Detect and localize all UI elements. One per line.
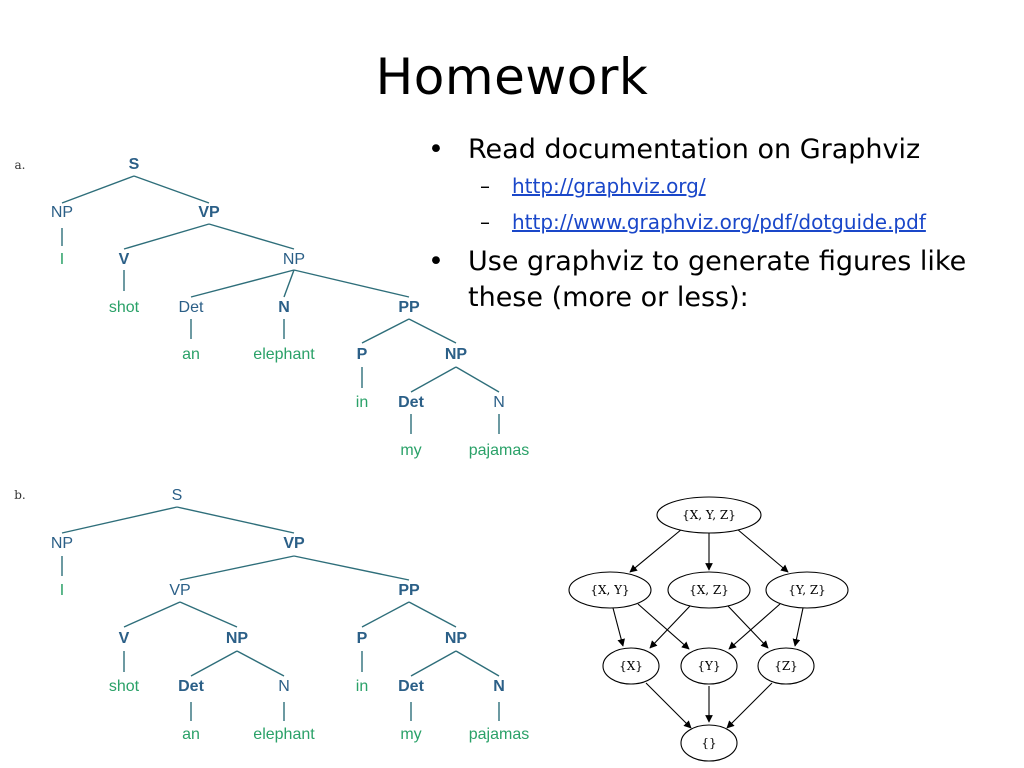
word-pajamas: pajamas: [469, 726, 529, 743]
bullet-read-docs: • Read documentation on Graphviz: [428, 132, 1018, 168]
node-V: V: [119, 630, 130, 647]
node-VP: VP: [169, 582, 190, 599]
node-NP: NP: [445, 346, 468, 363]
lattice-node-yz: {Y, Z}: [788, 583, 826, 597]
node-Det: Det: [178, 678, 204, 695]
lattice-node-y: {Y}: [697, 659, 720, 673]
word-shot: shot: [109, 299, 140, 316]
word-an: an: [182, 346, 200, 363]
node-PP: PP: [398, 582, 420, 599]
word-shot: shot: [109, 678, 140, 695]
word-elephant: elephant: [253, 346, 315, 363]
node-VP: VP: [283, 535, 305, 552]
node-NP: NP: [226, 630, 249, 647]
node-P: P: [357, 630, 368, 647]
word-elephant: elephant: [253, 726, 315, 743]
word-in: in: [356, 678, 368, 695]
figure-b-label: b.: [14, 488, 26, 502]
word-my: my: [400, 726, 421, 743]
node-V: V: [119, 251, 130, 268]
bullet-text: Use graphviz to generate figures like th…: [468, 246, 967, 313]
lattice-node-xyz: {X, Y, Z}: [682, 508, 736, 522]
node-VP: VP: [198, 204, 220, 221]
node-Det: Det: [398, 678, 424, 695]
word-I: I: [60, 582, 64, 599]
node-N: N: [278, 678, 290, 695]
figure-a-label: a.: [15, 158, 26, 172]
lattice-node-empty: {}: [701, 736, 716, 750]
graphviz-org-link[interactable]: http://graphviz.org/: [512, 174, 706, 198]
word-an: an: [182, 726, 200, 743]
node-Det: Det: [398, 394, 424, 411]
node-PP: PP: [398, 299, 420, 316]
node-N: N: [278, 299, 290, 316]
word-my: my: [400, 442, 421, 459]
sub-bullet-link-2: – http://www.graphviz.org/pdf/dotguide.p…: [428, 204, 1018, 240]
word-pajamas: pajamas: [469, 442, 529, 459]
bullet-text: Read documentation on Graphviz: [468, 134, 921, 165]
bullet-list: • Read documentation on Graphviz – http:…: [428, 132, 1018, 316]
slide-title: Homework: [375, 48, 649, 106]
node-NP: NP: [445, 630, 468, 647]
lattice-node-xz: {X, Z}: [689, 583, 729, 597]
node-S: S: [129, 156, 140, 173]
node-S: S: [172, 487, 183, 504]
sub-bullet-link-1: – http://graphviz.org/: [428, 168, 1018, 204]
lattice-node-z: {Z}: [774, 659, 798, 673]
node-NP: NP: [283, 251, 305, 268]
lattice-node-x: {X}: [619, 659, 643, 673]
word-I: I: [60, 251, 64, 268]
bullet-dot: •: [428, 134, 444, 165]
node-P: P: [357, 346, 368, 363]
node-NP: NP: [51, 535, 73, 552]
node-N: N: [493, 394, 505, 411]
bullet-use-graphviz: • Use graphviz to generate figures like …: [428, 244, 1018, 316]
dotguide-pdf-link[interactable]: http://www.graphviz.org/pdf/dotguide.pdf: [512, 210, 926, 234]
node-NP: NP: [51, 204, 73, 221]
sub-bullet-dash: –: [480, 210, 490, 234]
word-in: in: [356, 394, 368, 411]
node-Det: Det: [179, 299, 204, 316]
bullet-dot: •: [428, 246, 444, 277]
node-N: N: [493, 678, 505, 695]
sub-bullet-dash: –: [480, 174, 490, 198]
lattice-node-xy: {X, Y}: [590, 583, 629, 597]
